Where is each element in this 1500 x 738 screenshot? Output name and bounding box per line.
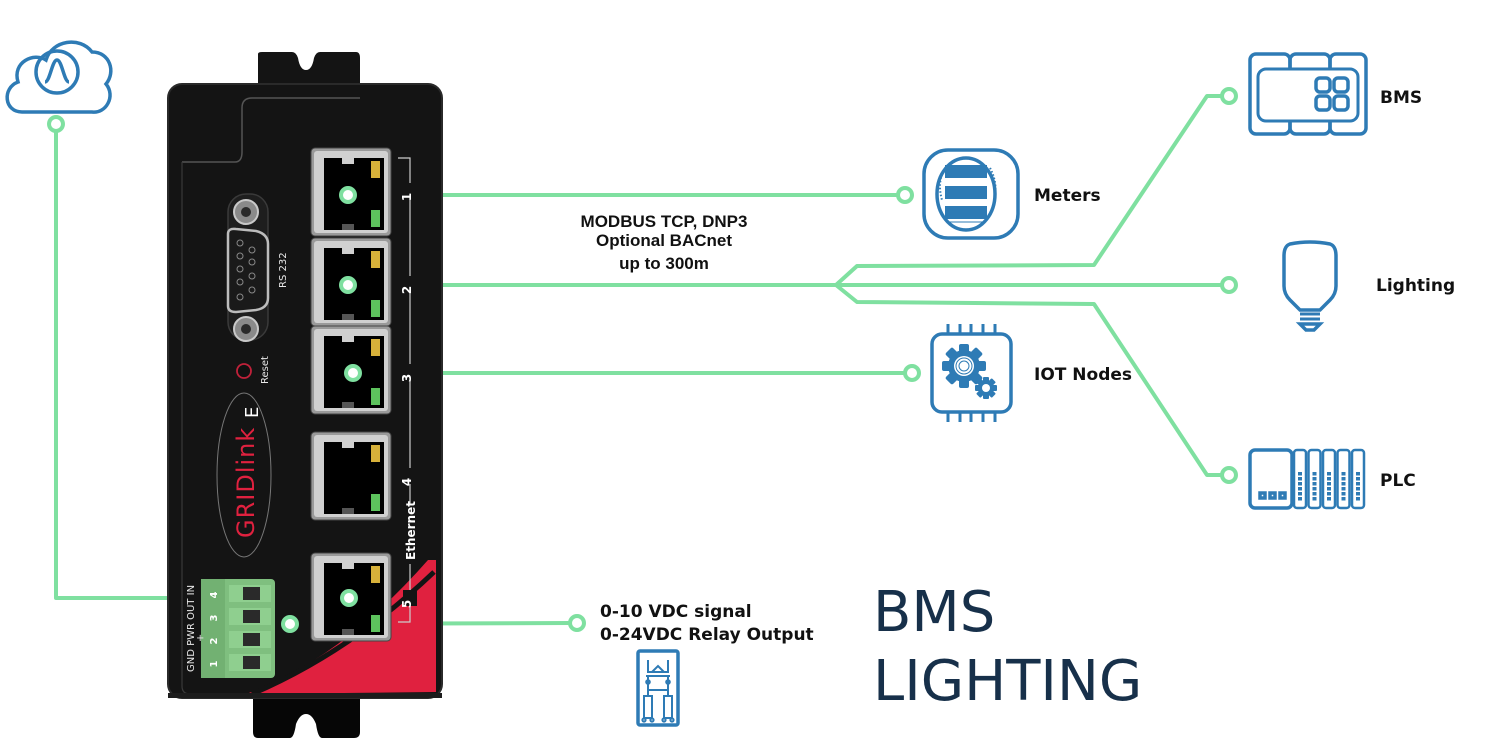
terminal-number: 3 <box>209 614 220 621</box>
bottom-mount-tab <box>253 695 360 738</box>
terminal-1: 1 <box>209 654 271 671</box>
protocol-line-2: Optional BACnet <box>596 231 732 250</box>
signal-line-2: 0-24VDC Relay Output <box>600 625 814 645</box>
relay-start-node <box>281 615 299 633</box>
link-led-icon <box>371 339 380 356</box>
cloud-connection-node <box>47 115 65 133</box>
terminal-number: 1 <box>209 660 220 667</box>
rs232-serial-port[interactable] <box>226 193 270 342</box>
brand-e-mark: E <box>242 407 263 418</box>
signal-line-1: 0-10 VDC signal <box>600 602 752 622</box>
plc-io-module <box>1350 448 1366 510</box>
lighting-node <box>1220 276 1238 294</box>
terminal-label: GND PWR OUT IN <box>186 585 197 672</box>
port3-node <box>344 364 362 382</box>
meter-icon <box>922 148 1020 240</box>
port-number-4: 4 <box>400 478 414 486</box>
plc-io-module <box>1321 448 1337 510</box>
reset-label: Reset <box>260 356 271 384</box>
activity-led-icon <box>371 615 380 632</box>
title-line-2: LIGHTING <box>873 649 1142 714</box>
port-number-3: 3 <box>400 374 414 382</box>
brand-logo-text: GRIDlink <box>232 427 260 538</box>
terminal-3: 3 <box>209 608 271 625</box>
relay-icon <box>636 649 680 727</box>
terminal-number: 4 <box>209 591 220 598</box>
activity-led-icon <box>371 300 380 317</box>
link-led-icon <box>371 251 380 268</box>
bms-node <box>1220 87 1238 105</box>
gridlink-device: RS 232 Reset GRIDlink E 1 2 3 4 5 Ethernet 1… <box>167 52 443 738</box>
reset-button[interactable] <box>236 363 252 379</box>
ethernet-port-4[interactable] <box>310 431 392 521</box>
ethernet-ports <box>310 147 392 642</box>
ethernet-label: Ethernet <box>404 501 418 560</box>
iot-node <box>903 364 921 382</box>
terminal-block: 1 2 3 4 <box>201 579 275 678</box>
plc-io-module <box>1307 448 1322 510</box>
activity-led-icon <box>371 210 380 227</box>
light-bulb-icon <box>1282 240 1338 332</box>
meters-label: Meters <box>1034 186 1101 206</box>
plc-io-module <box>1336 448 1351 510</box>
activity-led-icon <box>371 494 380 511</box>
terminal-2: 2 <box>209 631 271 648</box>
protocol-line-1: MODBUS TCP, DNP3 <box>581 212 748 231</box>
plc-rack-icon <box>1248 448 1366 510</box>
port5-node <box>340 589 358 607</box>
lighting-label: Lighting <box>1376 276 1455 296</box>
plc-io-module <box>1292 448 1308 510</box>
top-mount-tab <box>258 52 360 88</box>
cloud-icon <box>5 40 113 114</box>
plc-label: PLC <box>1380 471 1416 491</box>
wire-branch-bms <box>834 94 1222 287</box>
port1-node <box>339 186 357 204</box>
bms-label: BMS <box>1380 88 1422 108</box>
port-number-1: 1 <box>400 193 414 201</box>
rs232-label: RS 232 <box>278 252 289 288</box>
iot-gear-chip-icon <box>930 324 1013 422</box>
meters-node <box>896 186 914 204</box>
port-number-5: 5 <box>400 600 414 608</box>
wire-branch-plc <box>834 283 1222 477</box>
relay-node <box>568 614 586 632</box>
link-led-icon <box>371 445 380 462</box>
iot-label: IOT Nodes <box>1034 365 1132 385</box>
link-led-icon <box>371 161 380 178</box>
terminal-plus-label: + <box>196 633 204 644</box>
terminal-number: 2 <box>209 637 220 644</box>
title-line-1: BMS <box>873 580 995 645</box>
port2-node <box>339 276 357 294</box>
terminal-4: 4 <box>209 585 271 602</box>
protocol-line-3: up to 300m <box>619 254 709 273</box>
activity-led-icon <box>371 388 380 405</box>
bms-panel-icon <box>1248 52 1368 136</box>
plc-node <box>1220 466 1238 484</box>
link-led-icon <box>371 566 380 583</box>
port-number-2: 2 <box>400 286 414 294</box>
